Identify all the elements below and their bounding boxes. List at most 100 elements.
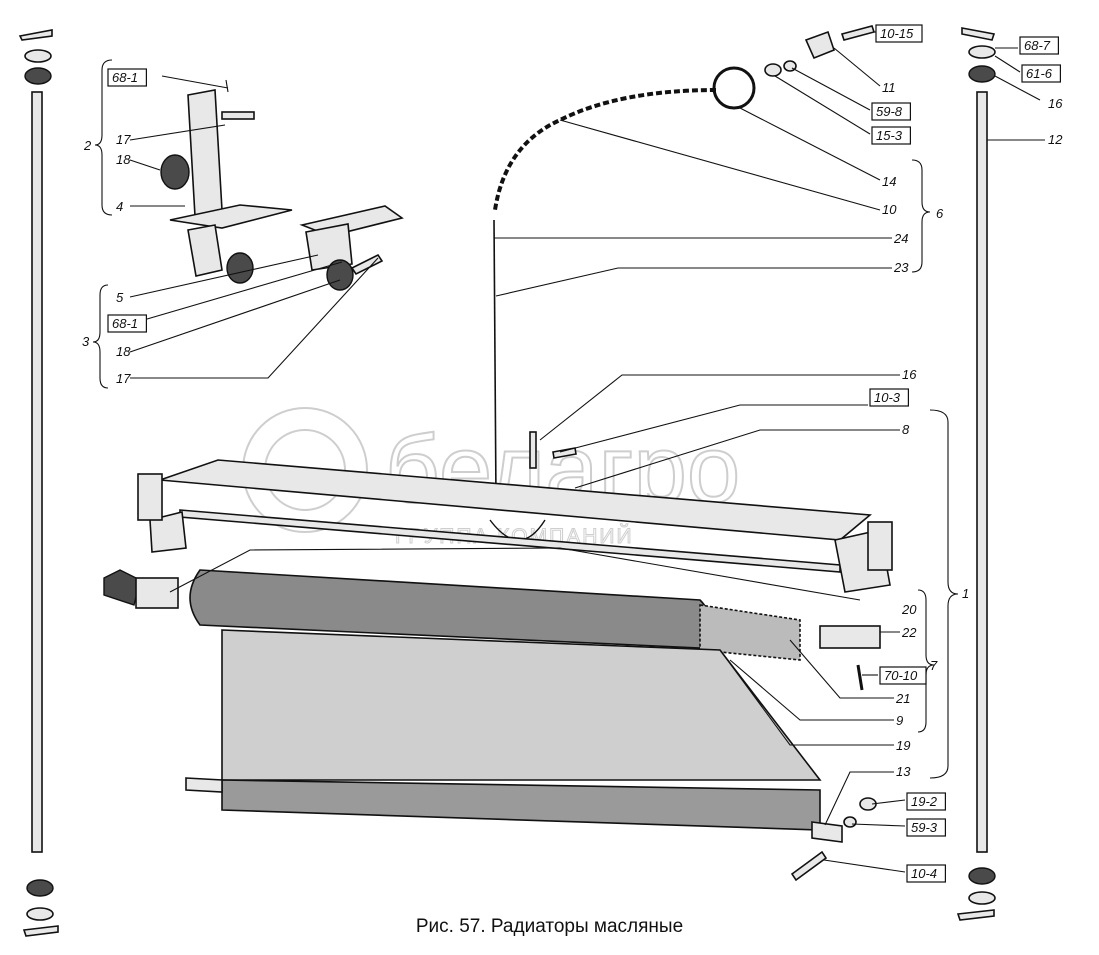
blind-curtain [221,629,822,781]
group-braces [92,59,959,779]
leader-line [719,649,894,746]
cotter-pin-icon [961,27,996,41]
callout-10-15: 10-15 [875,24,923,43]
bracket-arm [187,89,223,217]
callout-2: 2 [83,138,92,153]
rubber-bushing-icon [160,154,190,190]
callout-label-text: 20 [901,602,917,617]
leader-line [129,159,161,171]
bolt-icon [350,253,384,276]
leader-line [539,374,900,441]
roller-icon [867,521,893,571]
callout-59-3: 59-3 [906,818,947,837]
nut-icon [764,63,782,77]
bottom-bar-end [185,777,223,793]
callout-label-text: 16 [902,367,917,382]
callout-label-text: 16 [1048,96,1063,111]
bolt-icon [221,111,255,120]
callout-22: 22 [901,625,917,640]
callout-label-text: 10-15 [880,26,914,41]
ring-icon [712,66,756,110]
bushing-icon [968,867,996,885]
rail-left-bracket [149,511,187,553]
callout-18a: 18 [116,152,131,167]
callout-17b: 17 [116,371,131,386]
callout-label-text: 1 [962,586,969,601]
washer-icon [968,45,996,59]
callout-box [879,666,927,685]
callout-3: 3 [82,334,90,349]
right-rod-assembly [956,27,996,921]
leader-line [774,75,871,135]
callout-box [906,818,947,837]
cotter-pin-icon [18,29,53,41]
brace-group-7 [917,589,935,733]
callout-box [869,388,910,407]
callout-label-text: 68-7 [1024,38,1051,53]
callout-label-text: 70-10 [884,668,918,683]
callout-61-6: 61-6 [1021,64,1062,83]
callout-label-text: 9 [896,713,903,728]
callout-19-2: 19-2 [906,792,947,811]
leader-line [559,119,881,211]
callout-9: 9 [896,713,903,728]
rail-top [159,459,873,541]
callout-59-8: 59-8 [871,102,912,121]
callout-8: 8 [902,422,910,437]
callout-6: 6 [936,206,944,221]
leader-lines [129,31,1045,873]
callout-24: 24 [893,231,908,246]
callout-label-text: 24 [893,231,908,246]
callout-box [906,792,947,811]
leader-line [833,47,881,87]
brace-group-6 [911,159,931,273]
left-rod-assembly [18,29,59,937]
callout-20: 20 [901,602,917,617]
callout-18b: 18 [116,344,131,359]
callout-17a: 17 [116,132,131,147]
leader-line [574,429,900,489]
bracket-lug [187,224,223,277]
callout-4: 4 [116,199,123,214]
clamp-pin-icon [529,431,537,469]
callout-15-3: 15-3 [871,126,912,145]
callout-label-text: 18 [116,152,131,167]
leader-line [129,279,341,353]
callout-label-text: 23 [893,260,909,275]
cable [493,219,497,501]
frame-rail [137,459,893,593]
bottom-bar-end [811,821,843,843]
bushing-icon [968,65,996,83]
callout-label-text: 10-4 [911,866,937,881]
callout-1: 1 [962,586,969,601]
callout-label-text: 68-1 [112,316,138,331]
callout-5: 5 [116,290,124,305]
callout-label-text: 5 [116,290,124,305]
callout-label-text: 10 [882,202,897,217]
leader-line [739,107,881,181]
callout-label-text: 3 [82,334,90,349]
rubber-bushing-icon [326,259,354,291]
callout-label-text: 11 [882,80,896,95]
callout-label-text: 19 [896,738,910,753]
callout-label-text: 68-1 [112,70,138,85]
callout-label-text: 6 [936,206,944,221]
callout-box [871,102,912,121]
callout-13: 13 [896,764,911,779]
leader-line [495,267,892,297]
roller-icon [137,473,163,521]
callout-16a: 16 [1048,96,1063,111]
callout-label-text: 4 [116,199,123,214]
callout-10-3: 10-3 [869,388,910,407]
callout-23: 23 [893,260,909,275]
leader-line [130,257,379,379]
callout-label-text: 19-2 [911,794,938,809]
washer-icon [843,816,857,828]
leader-line [129,254,319,298]
callout-label-text: 59-3 [911,820,938,835]
leader-line [161,75,229,89]
callout-label-text: 2 [83,138,92,153]
